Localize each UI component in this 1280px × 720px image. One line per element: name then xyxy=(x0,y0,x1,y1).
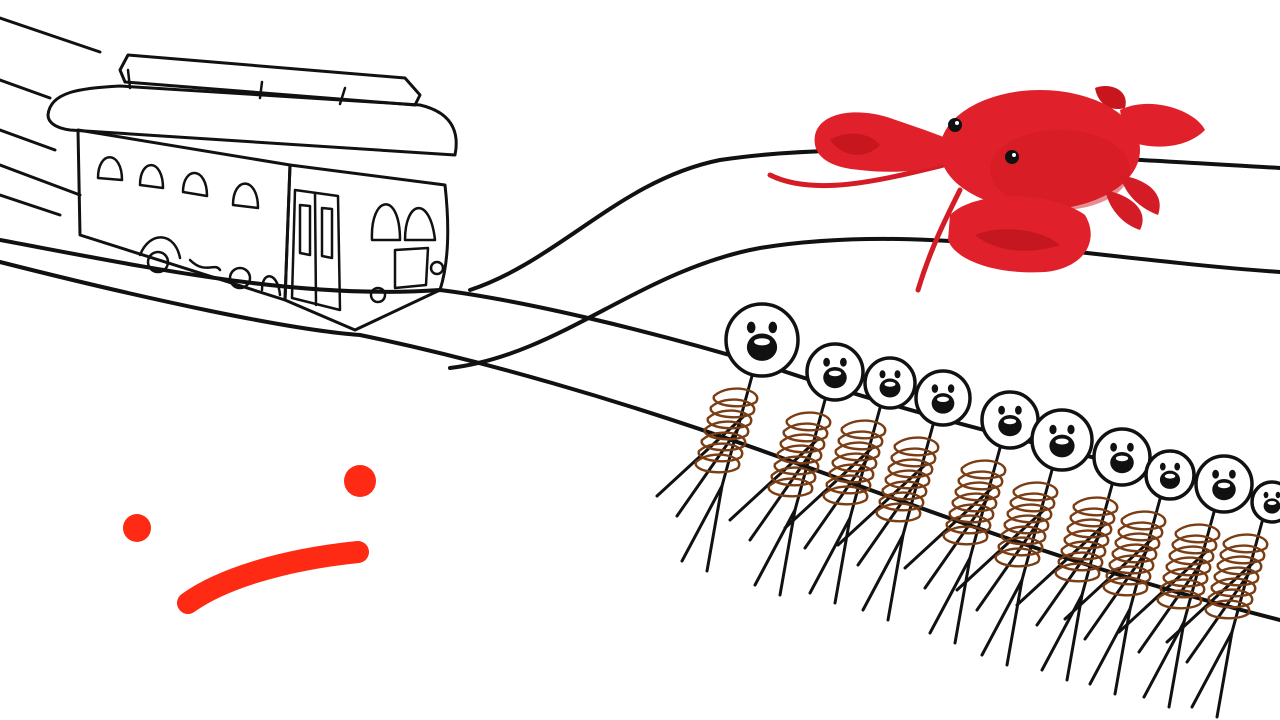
sad-face-left-eye xyxy=(123,514,151,542)
stick-figure-icon xyxy=(903,390,1040,645)
stick-figure-icon xyxy=(783,356,917,605)
stick-figure-icon xyxy=(836,369,972,622)
tied-people-group xyxy=(655,302,1280,719)
stick-figure-icon xyxy=(1165,480,1280,719)
sad-face-icon xyxy=(123,465,376,614)
stick-figure-icon xyxy=(955,408,1094,667)
sad-face-right-eye xyxy=(344,465,376,497)
branch-track-upper-rail xyxy=(468,148,1280,292)
branch-track-lower-rail xyxy=(448,236,1280,370)
sad-face-mouth xyxy=(177,541,369,614)
trolley-icon xyxy=(46,53,458,332)
stick-figure-icon xyxy=(1063,449,1196,696)
stick-figure-icon xyxy=(655,302,800,573)
lobster-plush-icon xyxy=(767,86,1205,293)
stick-figure-icon xyxy=(728,342,865,597)
stick-figure-icon xyxy=(1117,454,1254,709)
main-track-upper-rail xyxy=(0,238,1280,502)
